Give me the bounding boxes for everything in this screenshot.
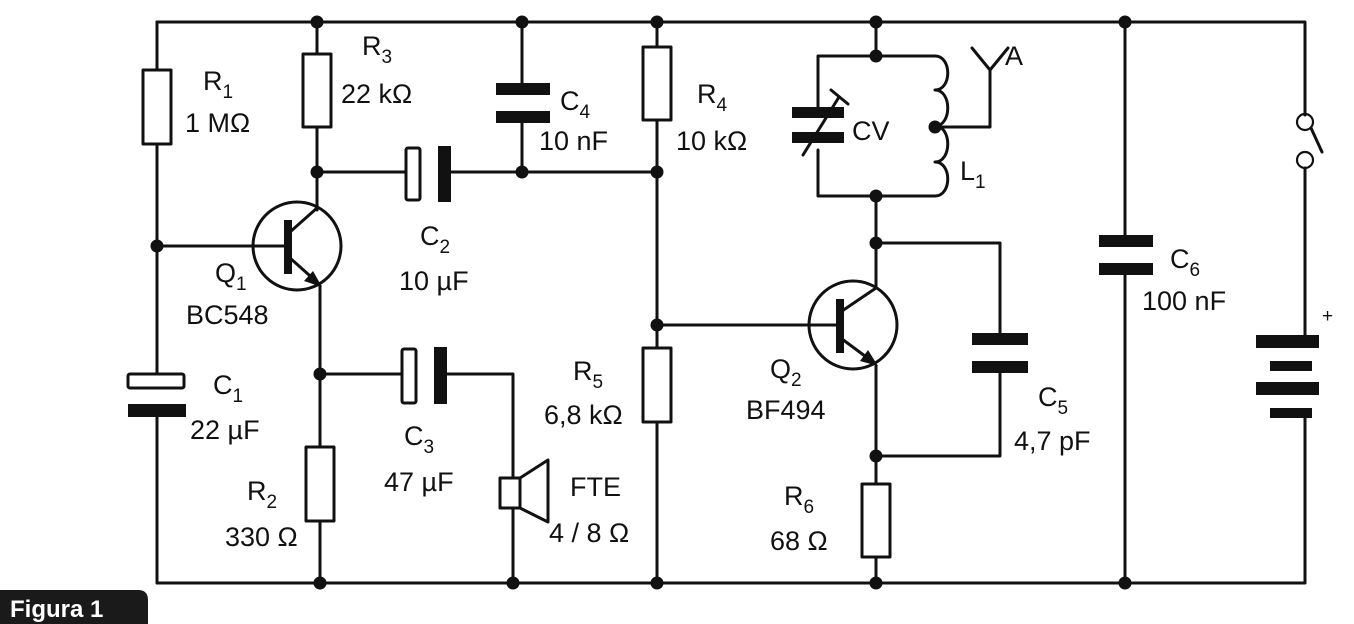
r1-value: 1 MΩ	[185, 108, 250, 138]
top-rail	[155, 20, 1307, 117]
junction-dot	[1118, 576, 1132, 590]
r5-value: 6,8 kΩ	[544, 400, 623, 430]
battery-plus-sign: +	[1322, 306, 1333, 327]
junction-dot	[650, 576, 664, 590]
r3-resistor	[301, 20, 333, 212]
r4-resistor	[641, 20, 673, 350]
fte-value: 4 / 8 Ω	[549, 518, 629, 548]
c3-capacitor	[318, 347, 515, 480]
junction-dot	[506, 576, 520, 590]
q2-value: BF494	[746, 395, 826, 425]
r6-label: R6	[784, 481, 814, 518]
c6-capacitor	[1099, 20, 1153, 585]
q2-transistor	[807, 279, 899, 371]
component-labels: R1 1 MΩ R3 22 kΩ C4 10 nF R4 10 kΩ C2 10…	[185, 31, 1226, 556]
c6-value: 100 nF	[1142, 286, 1226, 316]
cv-variable-capacitor	[792, 88, 850, 157]
junction-dot	[1118, 15, 1132, 29]
c1-label: C1	[213, 370, 243, 407]
r1-label: R1	[203, 66, 233, 103]
junction-dot	[650, 318, 664, 332]
cv-label: CV	[852, 116, 890, 146]
r3-value: 22 kΩ	[341, 79, 412, 109]
c2-value: 10 µF	[399, 266, 469, 296]
r4-value: 10 kΩ	[676, 126, 747, 156]
c1-value: 22 µF	[190, 415, 260, 445]
junction-dot	[310, 165, 324, 179]
c4-label: C4	[560, 86, 591, 123]
junction-dot	[313, 576, 327, 590]
fte-label: FTE	[570, 472, 621, 502]
junction-dot	[869, 236, 883, 250]
r3-label: R3	[362, 31, 392, 68]
r6-resistor	[860, 482, 892, 585]
c2-label: C2	[420, 221, 450, 258]
c3-value: 47 µF	[384, 467, 454, 497]
junction-dot	[150, 239, 164, 253]
power-switch	[1295, 112, 1324, 337]
q1-transistor	[251, 200, 343, 292]
junction-dot	[313, 367, 327, 381]
antenna-label: A	[1005, 41, 1023, 71]
bottom-rail	[155, 458, 1307, 585]
junction-dot	[650, 165, 664, 179]
speaker-fte	[498, 458, 550, 585]
q1-label: Q1	[215, 258, 247, 295]
junction-dot	[515, 165, 529, 179]
r1-resistor	[141, 20, 173, 376]
figure-label: Figura 1	[10, 596, 103, 623]
r4-label: R4	[697, 79, 728, 116]
c4-capacitor	[496, 20, 550, 174]
junction-dot	[310, 15, 324, 29]
c5-value: 4,7 pF	[1014, 426, 1091, 456]
c1-capacitor	[126, 372, 186, 585]
c6-label: C6	[1170, 244, 1200, 281]
antenna	[933, 46, 1010, 129]
r5-resistor	[641, 346, 673, 585]
battery: +	[1256, 306, 1333, 462]
c5-capacitor	[874, 241, 1028, 458]
r6-value: 68 Ω	[770, 526, 828, 556]
r2-value: 330 Ω	[225, 522, 298, 552]
junction-dot	[869, 576, 883, 590]
junction-dot	[869, 189, 883, 203]
r2-label: R2	[247, 476, 277, 513]
r2-resistor	[304, 445, 336, 585]
figure-tag: Figura 1	[0, 590, 148, 624]
c3-label: C3	[404, 421, 434, 458]
q1-value: BC548	[186, 300, 269, 330]
r5-label: R5	[573, 356, 603, 393]
c5-label: C5	[1038, 382, 1068, 419]
q2-label: Q2	[770, 354, 802, 391]
junction-dot	[869, 15, 883, 29]
l1-label: L1	[960, 156, 986, 193]
junction-dot	[515, 15, 529, 29]
junction-dot	[869, 449, 883, 463]
c4-value: 10 nF	[539, 126, 608, 156]
c2-capacitor	[315, 146, 659, 202]
junction-dots	[150, 15, 1132, 590]
junction-dot	[650, 15, 664, 29]
junction-dot	[869, 49, 883, 63]
